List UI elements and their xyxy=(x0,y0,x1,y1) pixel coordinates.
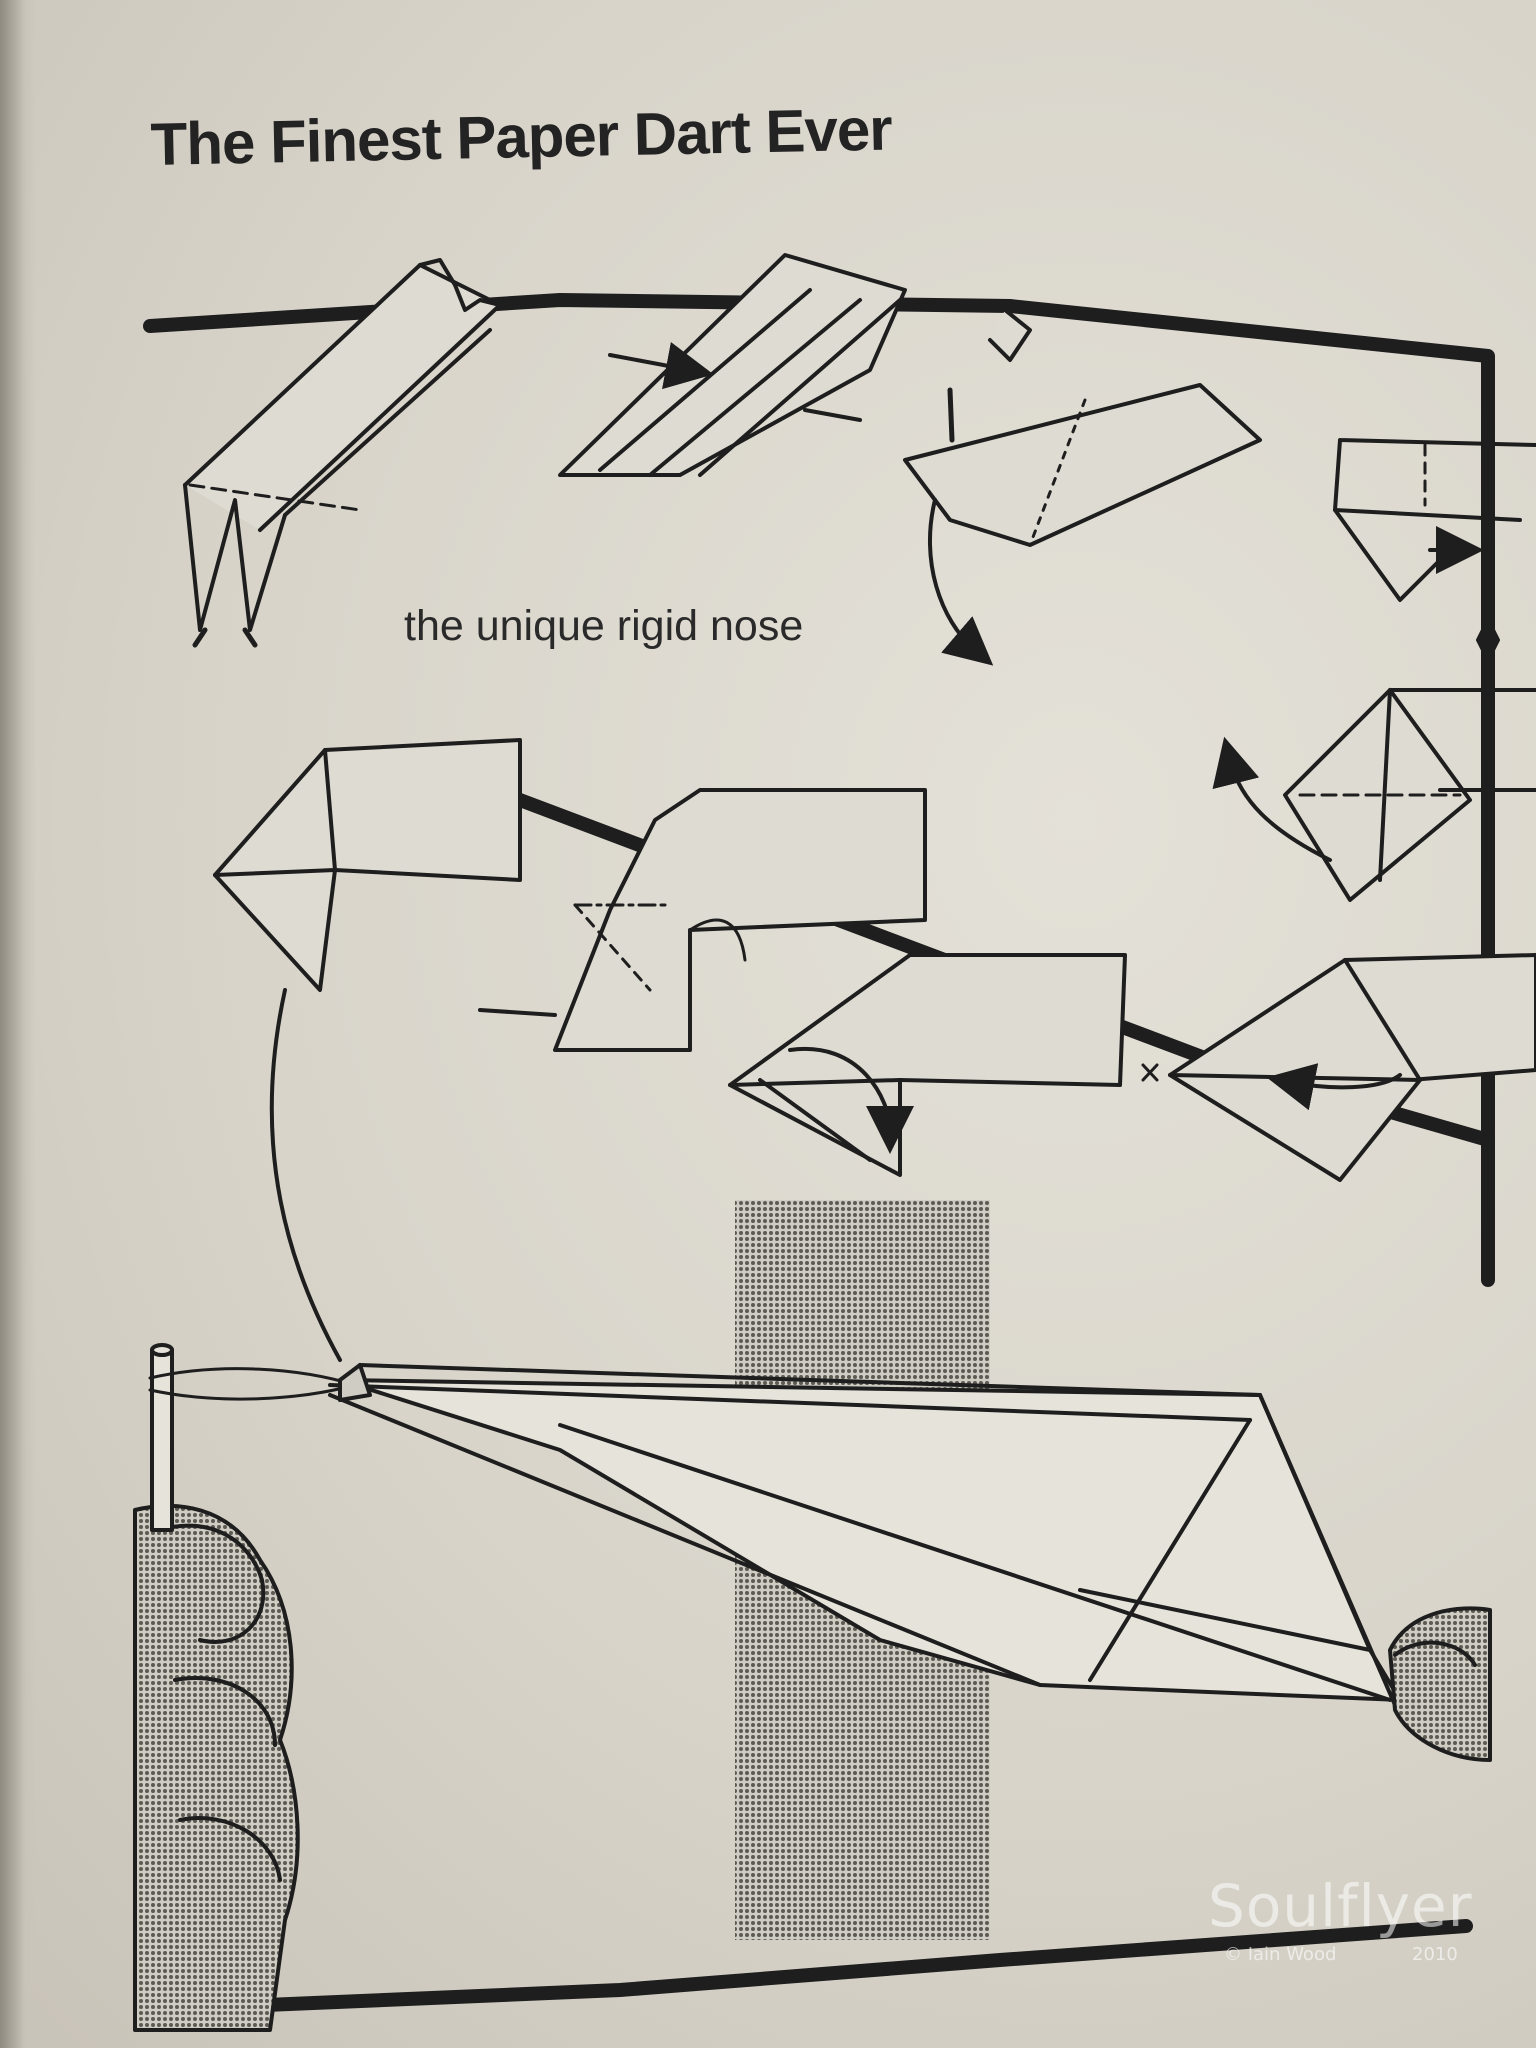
watermark-brand: Soulflyer xyxy=(1208,1872,1473,1940)
step-8-rigid-nose-fold xyxy=(728,953,1127,1177)
rubber-band xyxy=(148,1367,357,1401)
step-1-pleat-fold xyxy=(183,258,502,648)
paper-dart xyxy=(328,1363,1402,1707)
step-2-pleat-fold xyxy=(558,253,907,477)
step-6-left-kite xyxy=(213,738,522,1362)
step-9-final-nose xyxy=(1141,953,1536,1182)
nose-caption: the unique rigid nose xyxy=(404,602,804,650)
launcher-hand xyxy=(133,1503,300,2032)
step-4-side-fold xyxy=(1333,438,1536,662)
thrower-hand xyxy=(1388,1606,1492,1762)
watermark-year: 2010 xyxy=(1412,1944,1458,1965)
launcher-stick xyxy=(150,1343,174,1532)
page-gutter-shadow xyxy=(0,0,36,2048)
step-5-kite-fold xyxy=(1212,688,1536,902)
watermark-credit: © Iain Wood xyxy=(1224,1944,1337,1965)
step-3-nose-fold xyxy=(903,308,1262,666)
step-7-corner-fold xyxy=(478,788,927,1052)
guide-path-bottom xyxy=(188,1919,1473,2015)
